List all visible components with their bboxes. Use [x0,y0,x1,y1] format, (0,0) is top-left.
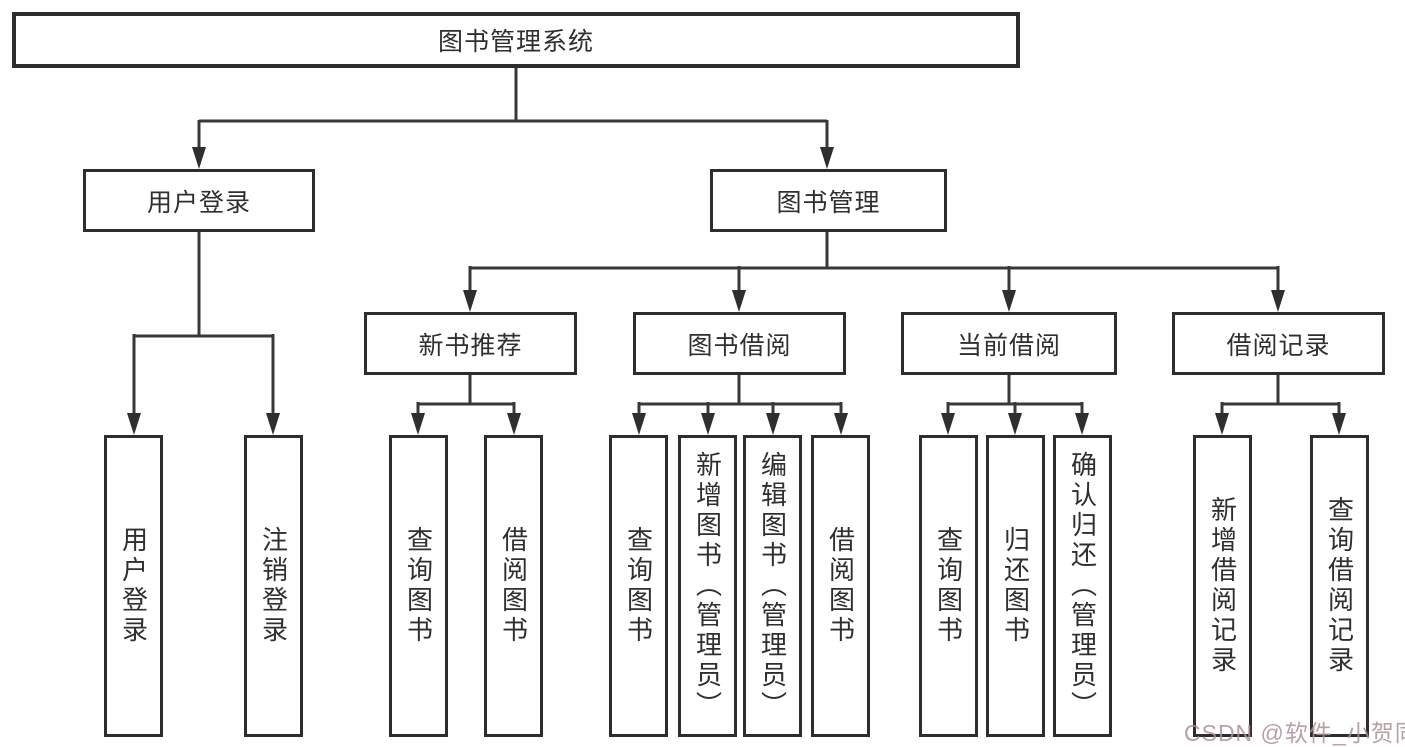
node-user-login: 用户登录 [83,169,315,232]
node-book-management: 图书管理 [710,169,947,232]
connector-current-borrow-to-leaves [946,375,1084,414]
node-current-borrow: 当前借阅 [901,312,1117,375]
connector-book-borrow-to-leaves [637,375,843,414]
leaf-query-books-recommend: 查询图书 [389,435,448,737]
leaf-confirm-return-admin: 确认归还（管理员） [1053,435,1112,737]
connector-new-book-recommend-to-leaves [416,375,516,414]
arrowheads-down [127,147,1346,435]
leaf-borrow-books: 借阅图书 [811,435,870,737]
leaf-add-borrow-record: 新增借阅记录 [1193,435,1252,737]
leaf-edit-book-admin: 编辑图书（管理员） [743,435,802,737]
leaf-borrow-books-recommend: 借阅图书 [484,435,543,737]
connector-book-mgmt-to-level3 [468,232,1280,291]
leaf-query-books-current: 查询图书 [919,435,978,737]
node-root-library-system: 图书管理系统 [12,12,1020,68]
connector-root-to-level2 [197,68,829,148]
leaf-query-borrow-record: 查询借阅记录 [1310,435,1369,737]
connector-borrow-records-to-leaves [1220,375,1341,414]
node-new-book-recommend: 新书推荐 [364,312,577,375]
watermark: CSDN @软件_小贺同学 [1184,720,1405,746]
leaf-return-book: 归还图书 [986,435,1045,737]
leaf-logout: 注销登录 [244,435,303,737]
leaf-query-books-borrow: 查询图书 [609,435,668,737]
node-book-borrow: 图书借阅 [633,312,846,375]
connector-user-login-to-leaves [132,232,275,414]
leaf-user-login: 用户登录 [104,435,163,737]
node-borrow-records: 借阅记录 [1172,312,1385,375]
leaf-add-book-admin: 新增图书（管理员） [678,435,737,737]
